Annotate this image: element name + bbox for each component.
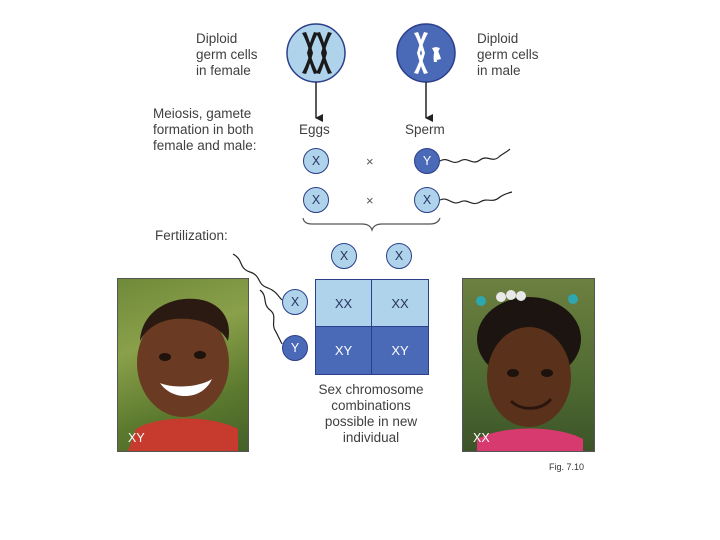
girl-photo-tag: XX bbox=[473, 431, 490, 445]
girl-photo: XX bbox=[462, 278, 595, 452]
sperm-gamete-y: Y bbox=[414, 148, 440, 174]
cross-symbol-2: × bbox=[366, 193, 374, 208]
boy-photo-tag: XY bbox=[128, 431, 145, 445]
egg-gamete-2: X bbox=[303, 187, 329, 213]
punnett-row-header-x: X bbox=[282, 289, 308, 315]
cross-symbol-1: × bbox=[366, 154, 374, 169]
figure-number: Fig. 7.10 bbox=[549, 462, 584, 472]
meiosis-label: Meiosis, gamete formation in both female… bbox=[153, 106, 257, 154]
punnett-row-header-y: Y bbox=[282, 335, 308, 361]
egg-gamete-1: X bbox=[303, 148, 329, 174]
punnett-cell: XX bbox=[316, 280, 372, 327]
punnett-cell: XY bbox=[372, 327, 428, 374]
sperm-gamete-x: X bbox=[414, 187, 440, 213]
female-germ-cell bbox=[287, 24, 345, 118]
sperm-tail-2 bbox=[440, 192, 512, 204]
girl-portrait-illustration bbox=[463, 279, 594, 451]
eggs-label: Eggs bbox=[299, 122, 330, 138]
punnett-square: XX XX XY XY bbox=[315, 279, 429, 375]
gamete-brace bbox=[303, 218, 440, 230]
combinations-label: Sex chromosome combinations possible in … bbox=[301, 382, 441, 446]
sperm-label: Sperm bbox=[405, 122, 445, 138]
punnett-col-header-2: X bbox=[386, 243, 412, 269]
fert-line-y bbox=[260, 290, 282, 344]
male-germ-cell bbox=[397, 24, 455, 118]
fertilization-label: Fertilization: bbox=[155, 228, 228, 244]
punnett-col-header-1: X bbox=[331, 243, 357, 269]
punnett-cell: XX bbox=[372, 280, 428, 327]
boy-portrait-illustration bbox=[118, 279, 248, 451]
punnett-cell: XY bbox=[316, 327, 372, 374]
sperm-tail-1 bbox=[440, 149, 510, 162]
boy-photo: XY bbox=[117, 278, 249, 452]
